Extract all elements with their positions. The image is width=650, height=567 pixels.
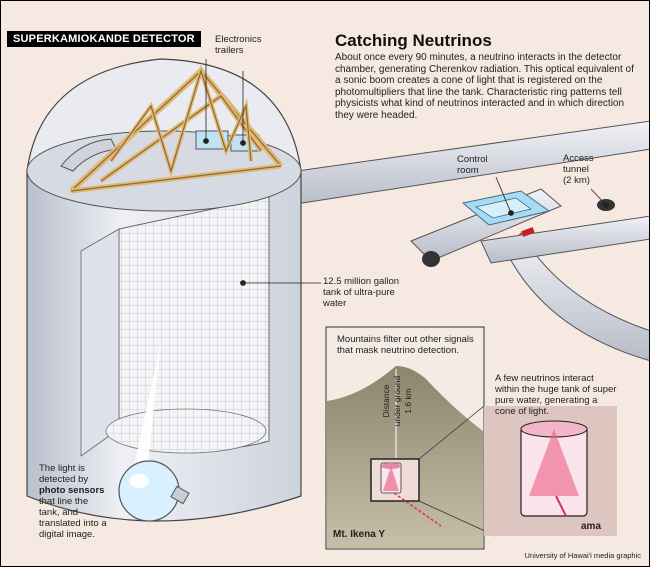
callout-lines: [203, 59, 609, 286]
tunnel-network: [282, 120, 649, 361]
label-mountain-name: Mt. Ikena Y: [333, 529, 386, 540]
credit-text: University of Hawai'i media graphic: [524, 551, 641, 560]
label-photo-sensors: The light is detected by photo sensors t…: [39, 463, 107, 540]
section-badge: SUPERKAMIOKANDE DETECTOR: [7, 31, 201, 47]
description-text: About once every 90 minutes, a neutrino …: [335, 52, 634, 121]
cone-inset: [484, 406, 617, 536]
label-ama: ama: [581, 521, 602, 532]
mountain-inset: [325, 326, 497, 550]
photo-sensor-bulb: [118, 460, 190, 522]
detector-tank: [26, 58, 302, 522]
page-title: Catching Neutrinos: [335, 31, 492, 50]
